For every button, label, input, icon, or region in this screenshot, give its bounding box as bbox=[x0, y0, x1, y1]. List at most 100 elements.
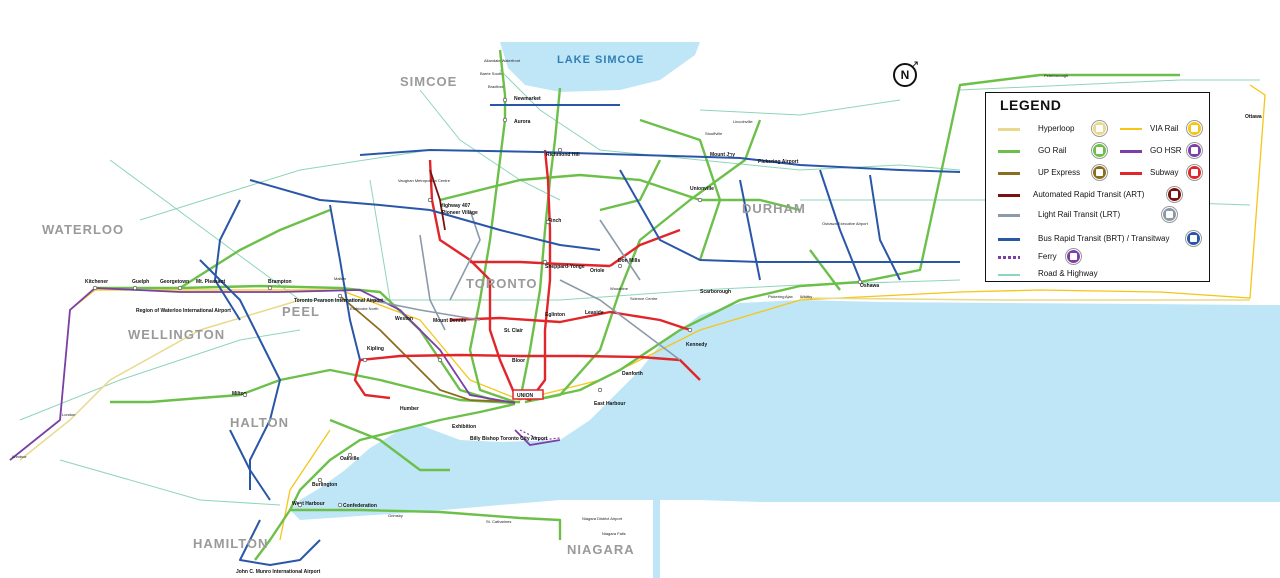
station-niagara-airport[interactable]: Niagara District Airport bbox=[582, 516, 623, 521]
station-malton[interactable]: Malton bbox=[334, 276, 346, 281]
lrt-lines bbox=[369, 209, 681, 361]
station-bloor[interactable]: Bloor bbox=[512, 358, 525, 364]
station-leaside[interactable]: Leaside bbox=[585, 310, 604, 316]
up-express-icon bbox=[1092, 165, 1107, 180]
station-stouffville[interactable]: Stouffville bbox=[705, 131, 723, 136]
hyperloop-icon bbox=[1092, 121, 1107, 136]
lake-simcoe-label: LAKE SIMCOE bbox=[557, 54, 644, 66]
station-danforth[interactable]: Danforth bbox=[622, 371, 643, 377]
station-pioneer-village[interactable]: Pioneer Village bbox=[442, 210, 478, 216]
legend-art: Automated Rapid Transit (ART) bbox=[1033, 190, 1145, 199]
lakeshore-east bbox=[524, 73, 1180, 404]
lrt-swatch bbox=[998, 214, 1020, 217]
niagara-strip bbox=[653, 500, 660, 578]
ferry-swatch bbox=[998, 256, 1020, 259]
station-georgetown[interactable]: Georgetown bbox=[160, 279, 189, 285]
region-durham: DURHAM bbox=[742, 201, 806, 216]
richmond-hill-line bbox=[518, 87, 562, 401]
station-newmarket[interactable]: Newmarket bbox=[514, 96, 541, 102]
station-kennedy[interactable]: Kennedy bbox=[686, 342, 707, 348]
legend-brt: Bus Rapid Transit (BRT) / Transitway bbox=[1038, 234, 1170, 243]
legend-subway: Subway bbox=[1150, 168, 1179, 177]
station-whitby[interactable]: Whitby bbox=[800, 294, 812, 299]
station-pickering-airport[interactable]: Pickering Airport bbox=[758, 159, 799, 165]
art-swatch bbox=[998, 194, 1020, 197]
subway-icon bbox=[1187, 165, 1202, 180]
station-confederation[interactable]: Confederation bbox=[343, 503, 377, 509]
station-kitchener[interactable]: Kitchener bbox=[85, 279, 108, 285]
station-milton[interactable]: Milton bbox=[232, 391, 247, 397]
station-east-harbour[interactable]: East Harbour bbox=[594, 401, 625, 407]
station-burlington[interactable]: Burlington bbox=[312, 482, 337, 488]
station-london[interactable]: London bbox=[62, 412, 75, 417]
ferry-icon bbox=[1066, 249, 1081, 264]
region-waterloo: WATERLOO bbox=[42, 222, 124, 237]
station-ottawa[interactable]: Ottawa bbox=[1245, 114, 1262, 120]
station-waterloo-airport[interactable]: Region of Waterloo International Airport bbox=[136, 308, 231, 314]
station-niagara-falls[interactable]: Niagara Falls bbox=[602, 531, 626, 536]
legend-via-rail: VIA Rail bbox=[1150, 124, 1179, 133]
station-barrie-south[interactable]: Barrie South bbox=[480, 71, 502, 76]
station-labels: Kitchener Guelph Georgetown Mt. Pleasant… bbox=[12, 58, 1262, 575]
legend-go-hsr: GO HSR bbox=[1150, 146, 1182, 155]
go-rail-swatch bbox=[998, 150, 1020, 153]
station-mount-dennis[interactable]: Mount Dennis bbox=[433, 318, 466, 324]
station-guelph[interactable]: Guelph bbox=[132, 279, 149, 285]
station-finch[interactable]: Finch bbox=[548, 218, 561, 224]
station-lincolnville[interactable]: Lincolnville bbox=[733, 119, 753, 124]
station-west-harbour[interactable]: West Harbour bbox=[292, 501, 325, 507]
station-weston[interactable]: Weston bbox=[395, 316, 413, 322]
barrie-line bbox=[468, 49, 516, 404]
station-hamilton-airport[interactable]: John C. Munro International Airport bbox=[236, 569, 321, 575]
station-humber[interactable]: Humber bbox=[400, 406, 419, 412]
station-vaughan[interactable]: Vaughan Metropolitan Centre bbox=[398, 178, 451, 183]
station-pickering[interactable]: Pickering bbox=[768, 294, 784, 299]
station-pearson[interactable]: Toronto Pearson International Airport bbox=[294, 298, 383, 304]
hyperloop-lines bbox=[19, 297, 1250, 461]
up-express-line bbox=[339, 295, 516, 403]
station-brampton[interactable]: Brampton bbox=[268, 279, 292, 285]
kipling-loop bbox=[353, 359, 391, 400]
station-peterborough[interactable]: Peterborough bbox=[1044, 73, 1068, 78]
station-oshawa[interactable]: Oshawa bbox=[860, 283, 879, 289]
compass-pointer-icon: ↗ bbox=[910, 59, 920, 71]
station-kipling[interactable]: Kipling bbox=[367, 346, 384, 352]
station-billy-bishop[interactable]: Billy Bishop Toronto City Airport bbox=[470, 436, 548, 442]
legend-box: LEGEND Hyperloop VIA Rail GO Rail GO HSR… bbox=[985, 92, 1210, 282]
station-richmond-hill[interactable]: Richmond Hill bbox=[546, 152, 580, 158]
station-unionville[interactable]: Unionville bbox=[690, 186, 714, 192]
station-science-centre[interactable]: Science Centre bbox=[630, 296, 658, 301]
station-windsor[interactable]: Windsor bbox=[12, 454, 27, 459]
station-exhibition[interactable]: Exhibition bbox=[452, 424, 476, 430]
station-woodbine[interactable]: Woodbine bbox=[610, 286, 629, 291]
via-rail-swatch bbox=[1120, 128, 1142, 130]
station-oriole[interactable]: Oriole bbox=[590, 268, 605, 274]
union-station[interactable]: UNION bbox=[512, 389, 544, 400]
station-mt-pleasant[interactable]: Mt. Pleasant bbox=[196, 279, 226, 285]
station-etobicoke-north[interactable]: Etobicoke North bbox=[350, 306, 378, 311]
art-line bbox=[429, 169, 446, 231]
station-aurora[interactable]: Aurora bbox=[514, 119, 531, 125]
station-scarborough[interactable]: Scarborough bbox=[700, 289, 731, 295]
lake-ontario bbox=[290, 300, 1280, 520]
station-grimsby[interactable]: Grimsby bbox=[388, 513, 403, 518]
station-highway-407[interactable]: Highway 407 bbox=[440, 203, 471, 209]
brt-icon bbox=[1186, 231, 1201, 246]
region-simcoe: SIMCOE bbox=[400, 74, 457, 89]
station-don-mills[interactable]: Don Mills bbox=[618, 258, 640, 264]
station-st-catharines[interactable]: St. Catharines bbox=[486, 519, 511, 524]
station-dots bbox=[92, 97, 863, 508]
station-allandale[interactable]: Allandale Waterfront bbox=[484, 58, 521, 63]
lrt-icon bbox=[1162, 207, 1177, 222]
station-eglinton[interactable]: Eglinton bbox=[545, 312, 565, 318]
station-st-clair[interactable]: St. Clair bbox=[504, 328, 523, 334]
station-sheppard-yonge[interactable]: Sheppard-Yonge bbox=[545, 264, 585, 270]
station-oakville[interactable]: Oakville bbox=[340, 456, 359, 462]
station-oshawa-airport[interactable]: Oshawa Executive Airport bbox=[822, 221, 869, 226]
station-bradford[interactable]: Bradford bbox=[488, 84, 503, 89]
station-ajax[interactable]: Ajax bbox=[785, 294, 793, 299]
station-mount-joy[interactable]: Mount Joy bbox=[710, 152, 735, 158]
legend-road: Road & Highway bbox=[1038, 269, 1098, 278]
subway-swatch bbox=[1120, 172, 1142, 175]
line-2-bloor bbox=[359, 353, 701, 381]
